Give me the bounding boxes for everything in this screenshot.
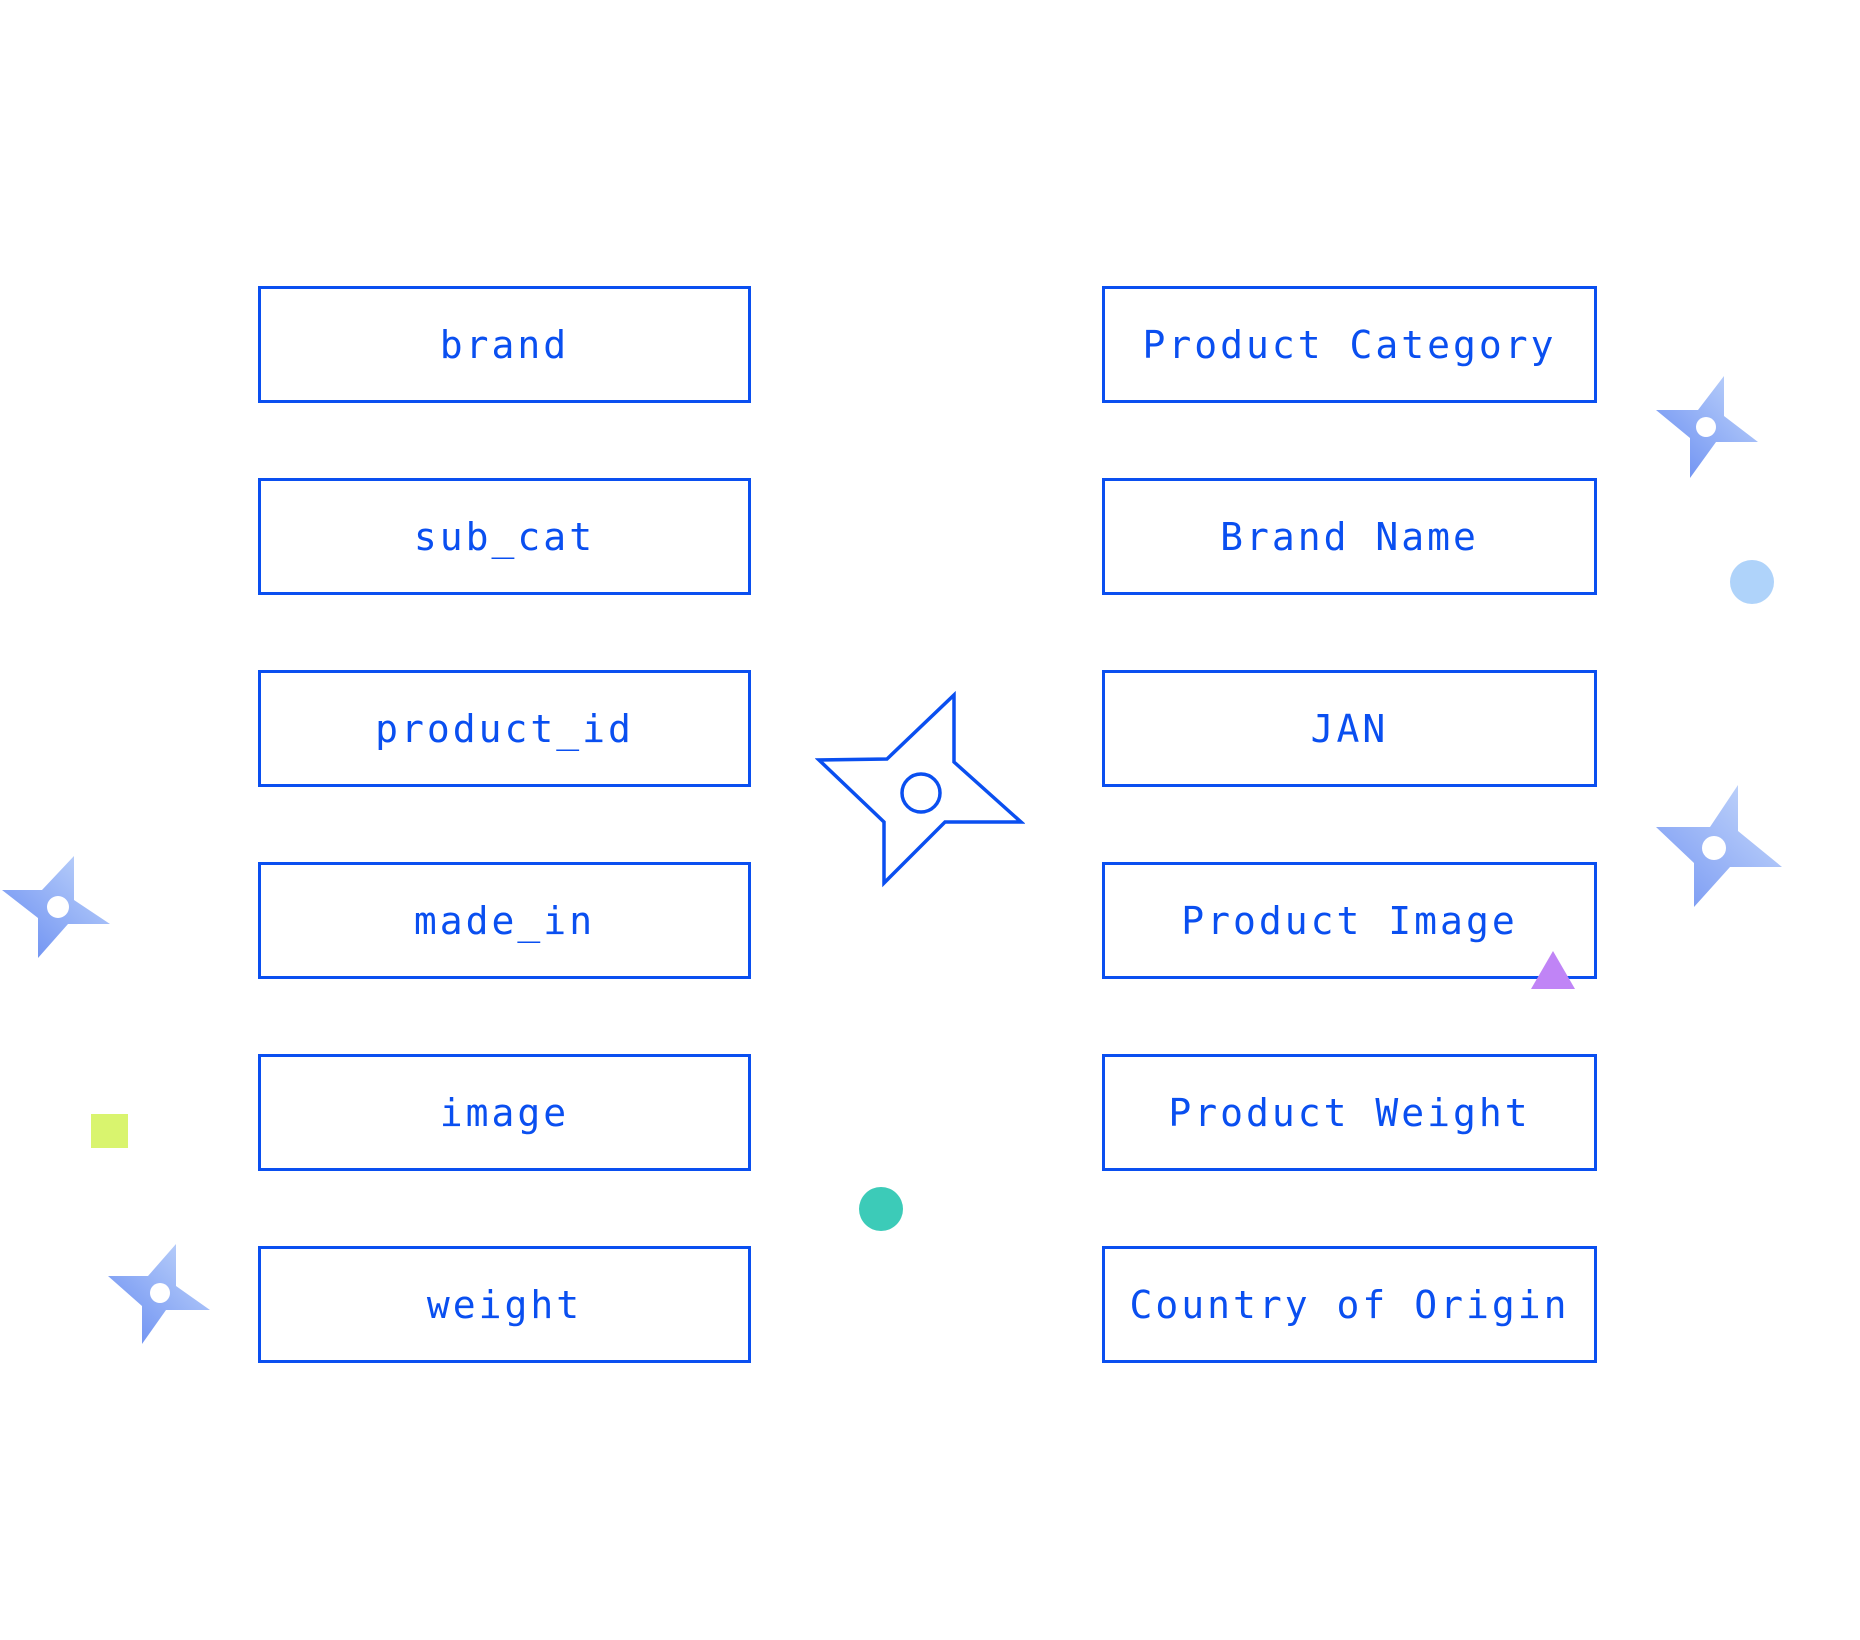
shuriken-icon	[1656, 785, 1784, 913]
teal-dot	[859, 1187, 903, 1231]
blue-dot	[1730, 560, 1774, 604]
field-label: Product Category	[1142, 322, 1557, 367]
field-label: image	[439, 1090, 570, 1135]
source-field-product-id: product_id	[258, 670, 751, 787]
field-label: JAN	[1310, 706, 1389, 751]
field-label: Product Image	[1181, 898, 1518, 943]
field-label: product_id	[375, 706, 634, 751]
shuriken-icon	[2, 856, 112, 966]
target-field-brand-name: Brand Name	[1102, 478, 1597, 595]
purple-triangle	[1531, 951, 1575, 989]
target-field-product-image: Product Image	[1102, 862, 1597, 979]
field-label: brand	[439, 322, 570, 367]
source-field-image: image	[258, 1054, 751, 1171]
shuriken-icon	[1656, 376, 1760, 480]
shuriken-icon	[108, 1244, 212, 1348]
target-field-product-category: Product Category	[1102, 286, 1597, 403]
target-field-country-of-origin: Country of Origin	[1102, 1246, 1597, 1363]
field-label: Product Weight	[1168, 1090, 1531, 1135]
target-field-jan: JAN	[1102, 670, 1597, 787]
field-label: weight	[426, 1282, 583, 1327]
field-label: sub_cat	[413, 514, 596, 559]
field-label: made_in	[413, 898, 596, 943]
field-label: Country of Origin	[1129, 1282, 1570, 1327]
shuriken-outline-icon	[815, 690, 1025, 900]
source-field-brand: brand	[258, 286, 751, 403]
source-field-sub-cat: sub_cat	[258, 478, 751, 595]
source-field-weight: weight	[258, 1246, 751, 1363]
lime-square	[91, 1114, 128, 1148]
target-field-product-weight: Product Weight	[1102, 1054, 1597, 1171]
source-field-made-in: made_in	[258, 862, 751, 979]
field-label: Brand Name	[1220, 514, 1479, 559]
